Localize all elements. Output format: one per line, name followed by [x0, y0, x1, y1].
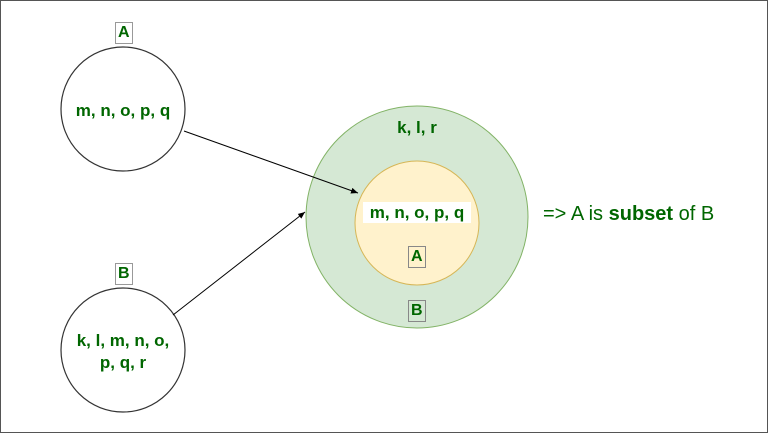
set-a-elements: m, n, o, p, q: [75, 101, 171, 120]
set-b-elements-line2: p, q, r: [99, 353, 147, 372]
arrow-a: [183, 130, 359, 194]
venn-inner-elements: m, n, o, p, q: [363, 202, 471, 223]
venn-outer-only: k, l, r: [397, 118, 437, 137]
set-b-circle: [60, 287, 186, 413]
conclusion-prefix: => A is: [543, 203, 609, 225]
venn-inner-label: A: [408, 246, 426, 268]
set-a-label: A: [115, 22, 133, 44]
conclusion-suffix: of B: [673, 203, 715, 225]
arrow-b: [172, 211, 306, 316]
conclusion-bold: subset: [608, 203, 674, 225]
venn-inner-circle: [354, 160, 480, 286]
set-a-circle: [60, 46, 186, 172]
set-b-label: B: [115, 263, 133, 285]
venn-outer-label: B: [408, 300, 426, 322]
conclusion-text: => A is subset of B: [543, 203, 714, 226]
set-b-elements-line1: k, l, m, n, o,: [76, 331, 170, 350]
